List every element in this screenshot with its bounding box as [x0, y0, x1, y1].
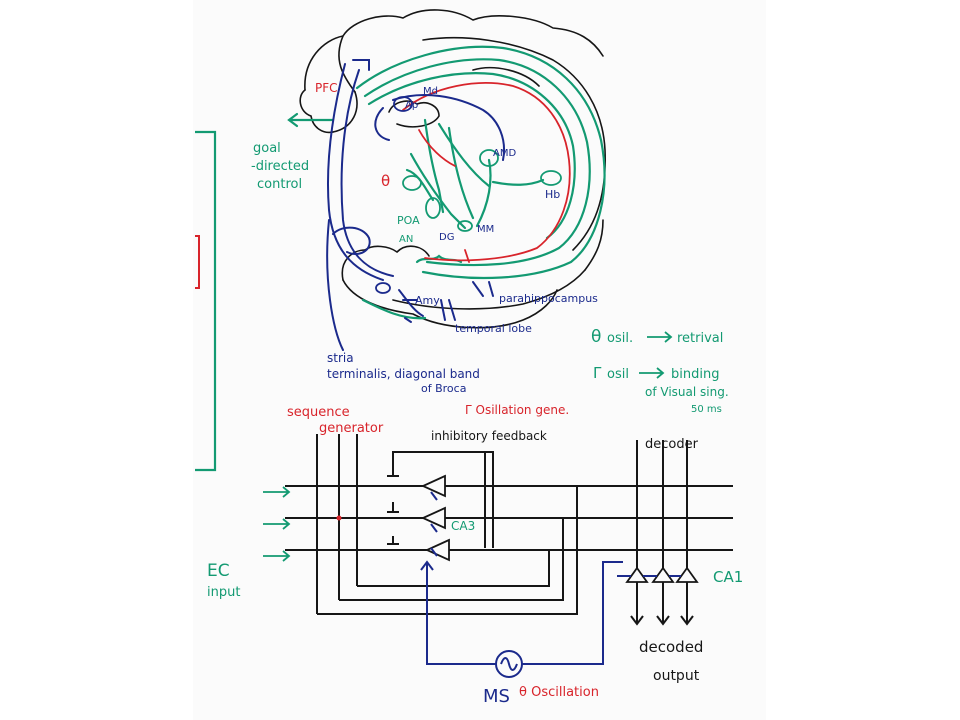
brain-nuclei [375, 96, 562, 294]
an-label: AN [399, 234, 413, 245]
ca3-label: CA3 [451, 519, 475, 533]
hb-label: Hb [545, 188, 560, 201]
decoder-label: decoder [645, 437, 699, 452]
temporal-lobe-label: temporal lobe [455, 322, 532, 335]
decoded-output-label-line2: output [653, 668, 700, 684]
ca1-label: CA1 [713, 568, 743, 586]
gamma-note-result-line3: 50 ms [691, 404, 722, 415]
thalamus-ap-label: Ap [405, 100, 418, 111]
mm-label: MM [477, 224, 494, 235]
brain-green-paths [287, 45, 606, 320]
whiteboard: PFC Ap Md θ AMD Hb POA AN DG MM Amy para… [193, 0, 766, 720]
inhibitory-feedback-label: inhibitory feedback [431, 429, 547, 443]
gamma-note-text: osil [607, 367, 629, 382]
ca3-neurons [420, 474, 450, 562]
ca3-neuron-3 [424, 538, 450, 562]
brain-blue-paths [326, 59, 505, 351]
theta-note-text: osil. [607, 331, 633, 346]
ms-label: MS [483, 686, 510, 707]
stria-label-line1: stria [327, 351, 354, 365]
brain-outline [299, 9, 606, 329]
circuit-horizontal-lines [285, 485, 733, 551]
gamma-note-arrow [639, 367, 665, 379]
sequence-generator-label-line2: generator [319, 421, 384, 436]
thalamus-md-label: Md [423, 86, 438, 97]
amd-label: AMD [493, 148, 516, 159]
ms-theta-oscillator [420, 491, 681, 678]
ca3-neuron-2 [420, 506, 446, 530]
theta-brain-label: θ [381, 172, 390, 190]
ec-input-label-line2: input [207, 585, 240, 600]
amy-label: Amy [415, 294, 440, 307]
recurrent-feedback-loops [317, 486, 578, 615]
goal-label-line2: -directed [251, 159, 309, 174]
hippocampus-circuit-diagram: PFC Ap Md θ AMD Hb POA AN DG MM Amy para… [195, 9, 743, 707]
goal-label-line3: control [257, 177, 302, 192]
poa-label: POA [397, 214, 420, 227]
theta-note-arrow [647, 331, 673, 343]
sequence-generator-label-line1: sequence [287, 405, 350, 420]
left-bracket [195, 130, 217, 472]
theta-oscillation-label: θ Oscillation [519, 685, 599, 700]
decoder-lines [636, 440, 688, 580]
stria-label-line2: terminalis, diagonal band [327, 367, 480, 381]
gamma-note-symbol: Γ [593, 364, 602, 382]
inhibitory-feedback-loop [387, 451, 494, 548]
ca3-neuron-1 [420, 474, 446, 498]
decoded-output-arrows [630, 582, 694, 626]
ec-input-label-line1: EC [207, 561, 230, 581]
brain-red-path [402, 82, 571, 263]
ca1-neurons [625, 566, 699, 583]
parahippocampus-label: parahippocampus [499, 292, 598, 305]
sequence-generator-lines [316, 434, 358, 614]
goal-label-line1: goal [253, 141, 281, 156]
oscillation-generator-label: Γ Osillation gene. [465, 403, 569, 417]
theta-note-symbol: θ [591, 327, 601, 347]
oscillation-notes: θ osil. retrival Γ osil binding of Visua… [591, 327, 729, 415]
gamma-note-result-line2: of Visual sing. [645, 385, 729, 399]
decoded-output-label-line1: decoded [639, 638, 703, 656]
ec-input-arrows [263, 486, 291, 562]
gamma-note-result-line1: binding [671, 367, 719, 382]
stria-label-line3: of Broca [421, 382, 466, 395]
circuit-junctions [336, 515, 342, 521]
theta-note-result: retrival [677, 331, 723, 346]
dg-label: DG [439, 232, 454, 243]
pfc-label: PFC [315, 81, 338, 95]
